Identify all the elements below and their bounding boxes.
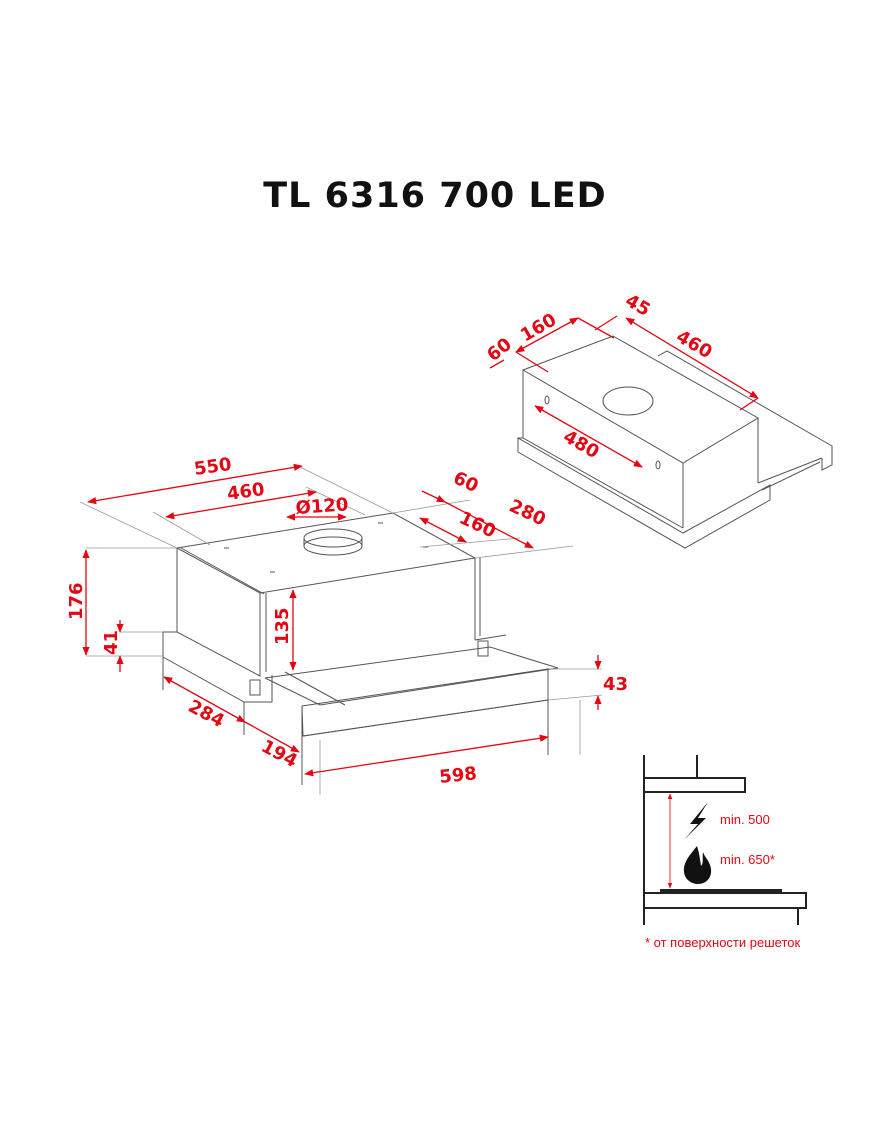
iso-dimension-labels: 60 160 45 460 480 xyxy=(483,290,715,463)
dim-43: 43 xyxy=(603,674,628,695)
flame-icon xyxy=(683,846,712,884)
page-title: TL 6316 700 LED xyxy=(263,176,607,216)
burner-shape xyxy=(660,889,782,894)
dim-60: 60 xyxy=(450,467,482,497)
dim-176: 176 xyxy=(66,582,87,620)
dim-duct-diameter: Ø120 xyxy=(295,494,349,519)
clearance-diagram: min. 500 min. 650* * от поверхности реше… xyxy=(643,755,807,950)
iso-dimension-lines xyxy=(489,315,759,468)
gas-clearance-label: min. 650* xyxy=(720,852,775,867)
dim-280: 280 xyxy=(506,495,549,530)
iso-dim-45: 45 xyxy=(622,290,654,321)
hood-shape xyxy=(643,777,746,793)
dim-160: 160 xyxy=(456,507,499,542)
dim-460: 460 xyxy=(226,479,266,505)
electric-clearance-label: min. 500 xyxy=(720,812,770,827)
main-view: 550 460 Ø120 60 280 160 176 41 135 43 28… xyxy=(66,454,628,795)
dimension-lines xyxy=(82,463,602,777)
dim-194: 194 xyxy=(258,736,301,772)
iso-dim-480: 480 xyxy=(560,426,603,463)
dim-135: 135 xyxy=(272,607,293,645)
dim-41: 41 xyxy=(101,630,122,655)
lightning-icon xyxy=(684,802,708,840)
iso-hood-outline xyxy=(517,335,833,549)
iso-dim-160: 160 xyxy=(517,309,560,346)
dim-598: 598 xyxy=(438,763,478,788)
dim-550: 550 xyxy=(193,454,233,480)
iso-dim-60: 60 xyxy=(483,334,516,366)
clearance-footnote: * от поверхности решеток xyxy=(645,935,800,950)
cooktop-shape xyxy=(643,892,807,909)
dimension-labels: 550 460 Ø120 60 280 160 176 41 135 43 28… xyxy=(66,454,628,788)
dim-284: 284 xyxy=(185,696,228,732)
